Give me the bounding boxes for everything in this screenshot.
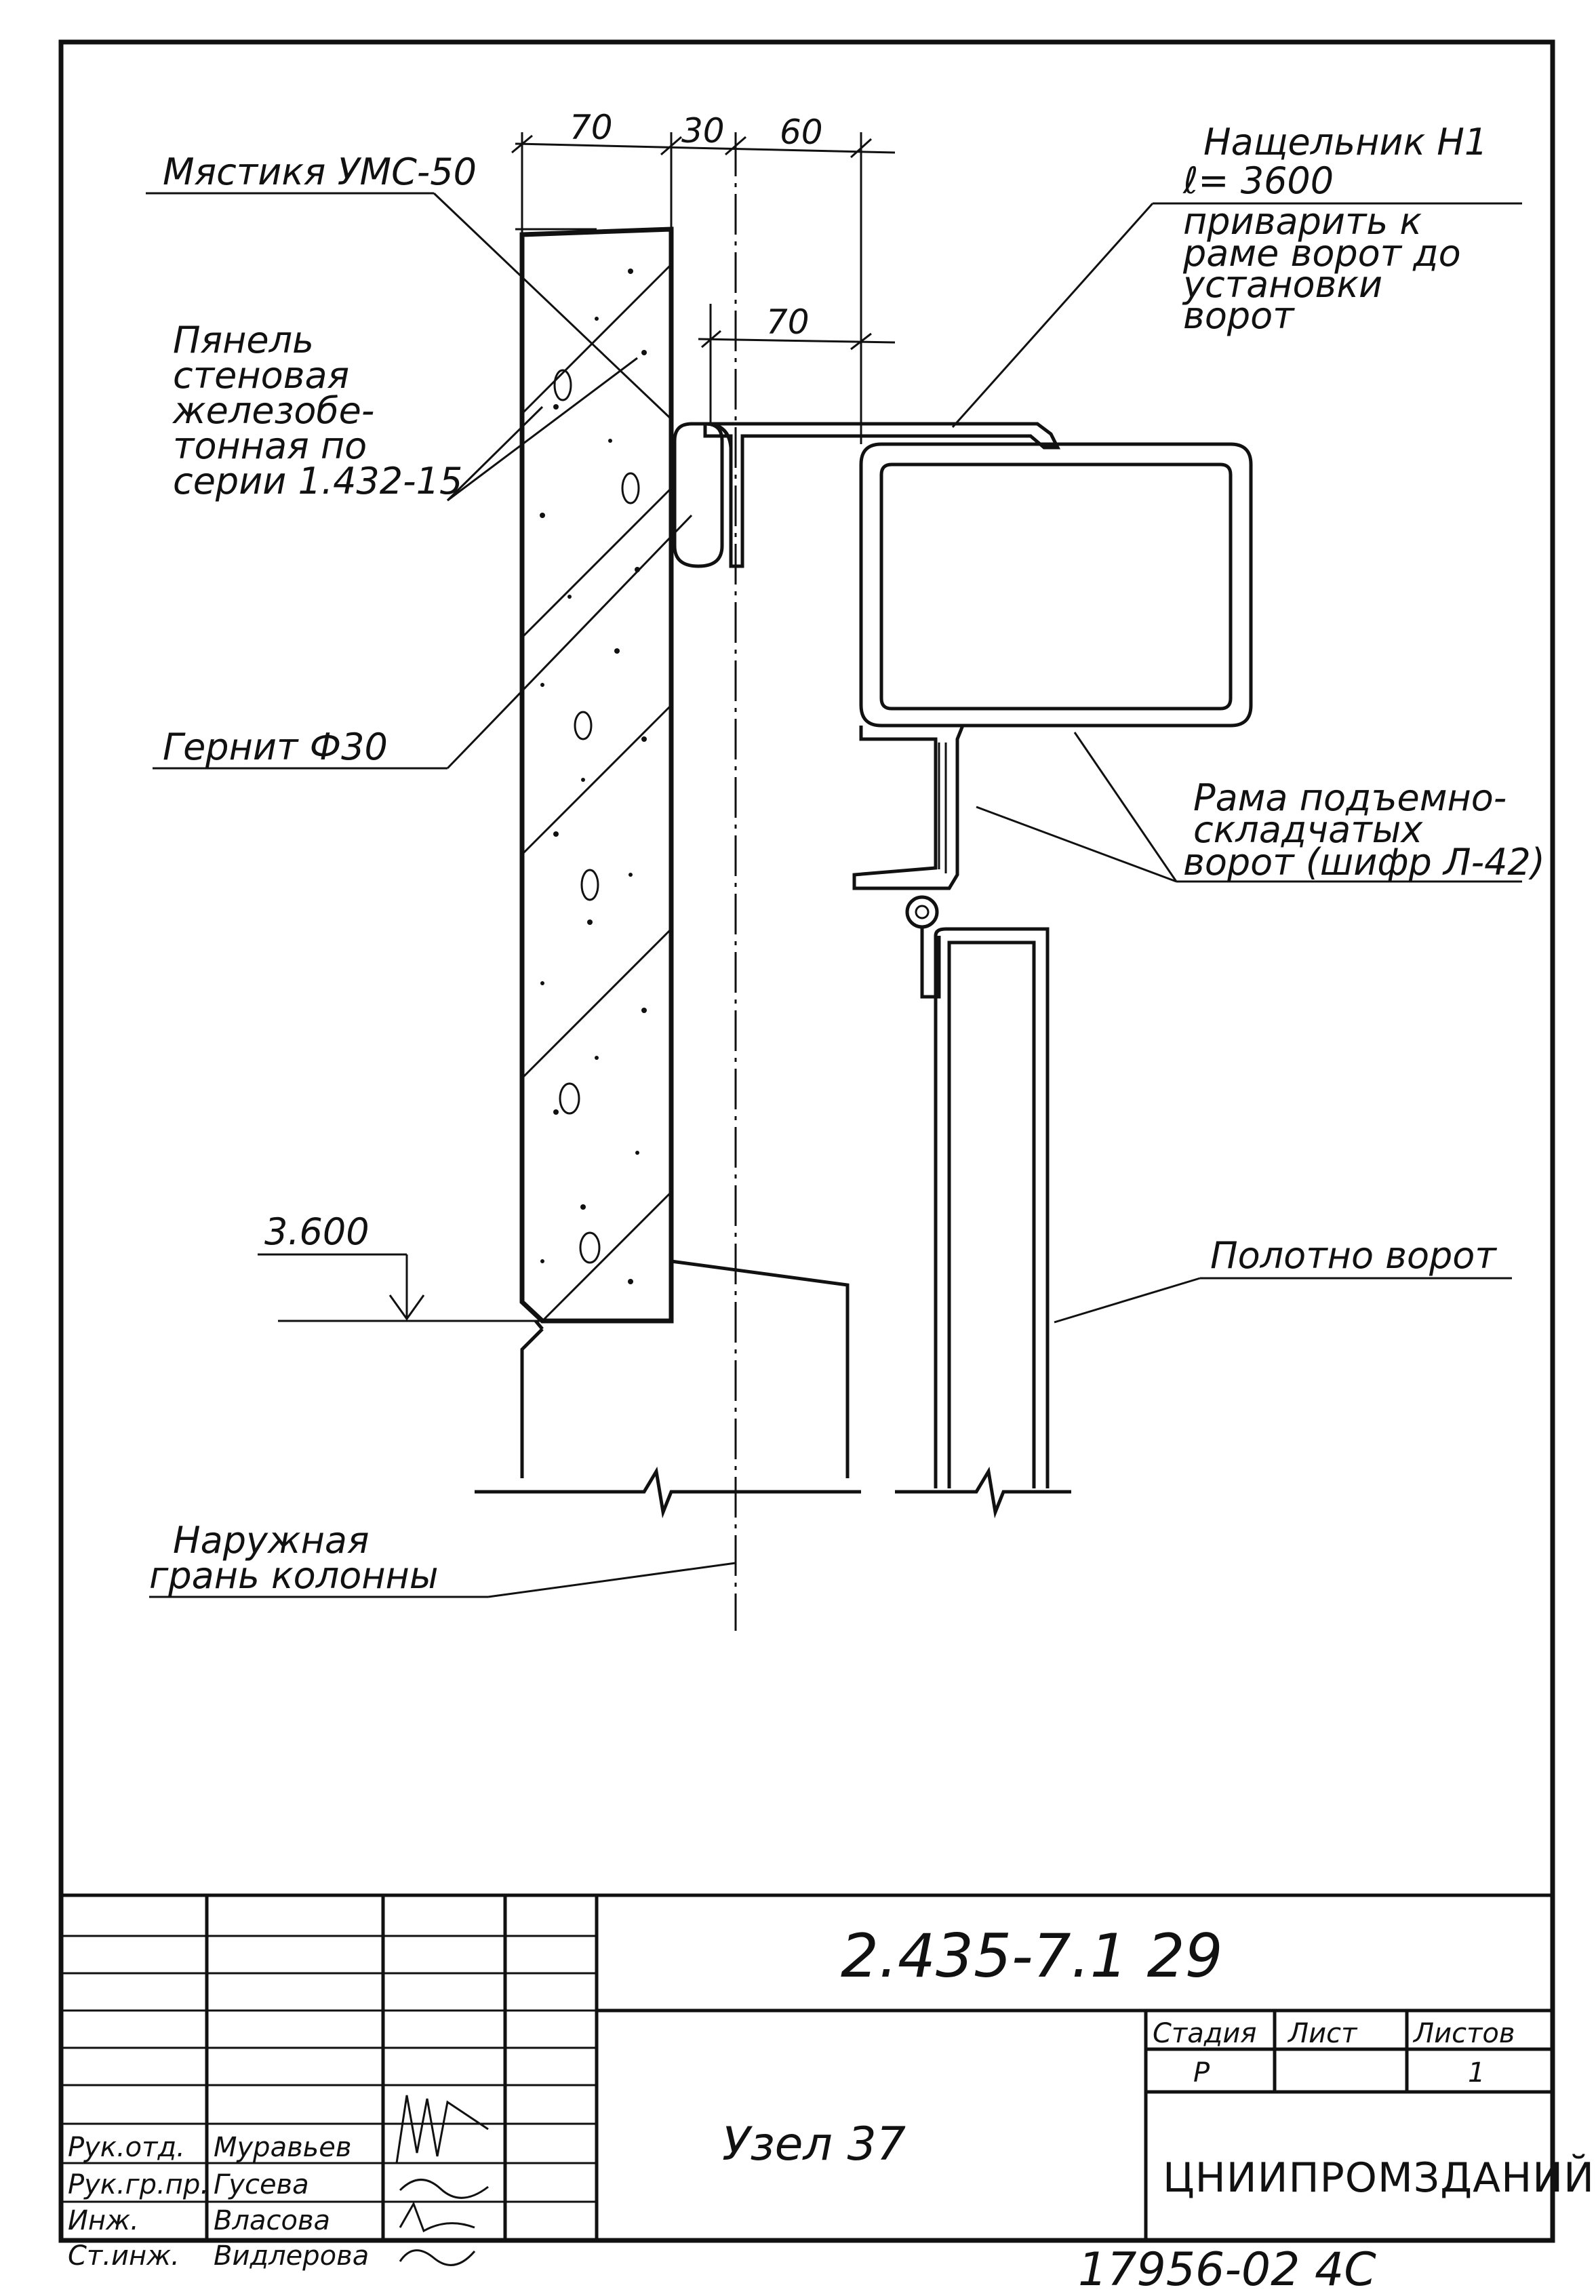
stage-value: Р	[1193, 2057, 1210, 2089]
dim-60: 60	[780, 113, 823, 152]
label-panel-line-5: серии 1.432-15	[173, 460, 462, 502]
doc-code: 2.435-7.1 29	[841, 1921, 1223, 1991]
label-nashchelnik-line-4: раме ворот до	[1182, 232, 1461, 275]
role-4: Ст.инж.	[68, 2240, 180, 2272]
label-column-face: Наружная грань колонны	[149, 1519, 439, 1597]
label-frame-line-3: ворот (шифр Л-42)	[1183, 841, 1545, 884]
dim-70-a: 70	[570, 108, 613, 147]
role-1: Рук.отд.	[68, 2132, 185, 2163]
role-3: Инж.	[68, 2205, 139, 2236]
elevation-mark: 3.600	[264, 1210, 370, 1253]
section-breaks	[475, 1466, 1071, 1519]
gernit-seal	[673, 422, 733, 568]
label-column-face-line-1: Наружная	[173, 1519, 369, 1562]
footer-number: 17956-02 4С	[1078, 2243, 1376, 2296]
title-block: 2.435-7.1 29 Узел 37 Стадия Лист Листов …	[61, 1893, 1595, 2272]
label-column-face-line-2: грань колонны	[149, 1554, 439, 1597]
drawing-title: Узел 37	[722, 2118, 906, 2171]
label-nashchelnik-line-1: Нащельник Н1	[1203, 121, 1488, 163]
name-1: Муравьев	[214, 2132, 351, 2163]
label-door-leaf: Полотно ворот	[1210, 1234, 1497, 1277]
name-3: Власова	[214, 2205, 330, 2236]
role-2: Рук.гр.пр.	[68, 2169, 209, 2200]
column-outline	[520, 1259, 850, 1478]
nashchelnik-strip	[703, 422, 1061, 568]
label-panel-line-3: железобе-	[172, 389, 374, 432]
label-frame-line-2: складчатых	[1193, 808, 1423, 851]
label-frame: Рама подъемно- складчатых ворот (шифр Л-…	[1183, 776, 1545, 884]
dimension-lines	[511, 132, 896, 444]
label-nashchelnik-line-2: ℓ= 3600	[1182, 159, 1334, 202]
label-panel-line-1: Пянель	[173, 319, 314, 361]
label-gernit: Гернит Ф30	[163, 726, 388, 768]
dim-30: 30	[681, 111, 725, 151]
sheet-header: Лист	[1287, 2018, 1358, 2049]
wall-panel	[519, 226, 674, 1324]
gate-frame	[852, 442, 1253, 999]
label-mastic: Мястикя УМС-50	[163, 151, 477, 193]
sheet-border	[58, 39, 1555, 2243]
label-nashchelnik-line-6: ворот	[1183, 294, 1295, 337]
label-panel-line-4: тонная по	[173, 424, 367, 467]
label-panel-line-2: стеновая	[173, 354, 349, 397]
leader-lines	[146, 192, 1522, 1598]
label-nashchelnik-line-5: установки	[1182, 263, 1382, 306]
name-4: Видлерова	[214, 2240, 369, 2272]
label-frame-line-1: Рама подъемно-	[1193, 776, 1507, 819]
label-nashchelnik-line-3: приварить к	[1183, 200, 1422, 243]
signatures	[395, 2095, 489, 2266]
sheets-header: Листов	[1412, 2018, 1515, 2049]
door-leaf	[934, 927, 1050, 1488]
label-panel: Пянель стеновая железобе- тонная по сери…	[172, 319, 462, 502]
stage-header: Стадия	[1153, 2018, 1256, 2049]
sheets-value: 1	[1468, 2057, 1485, 2089]
name-2: Гусева	[214, 2169, 309, 2200]
dim-70-b: 70	[766, 302, 810, 342]
label-nashchelnik: Нащельник Н1 ℓ= 3600 приварить к раме во…	[1182, 121, 1488, 337]
organization-name: ЦНИИПРОМЗДАНИЙ	[1163, 2153, 1595, 2202]
